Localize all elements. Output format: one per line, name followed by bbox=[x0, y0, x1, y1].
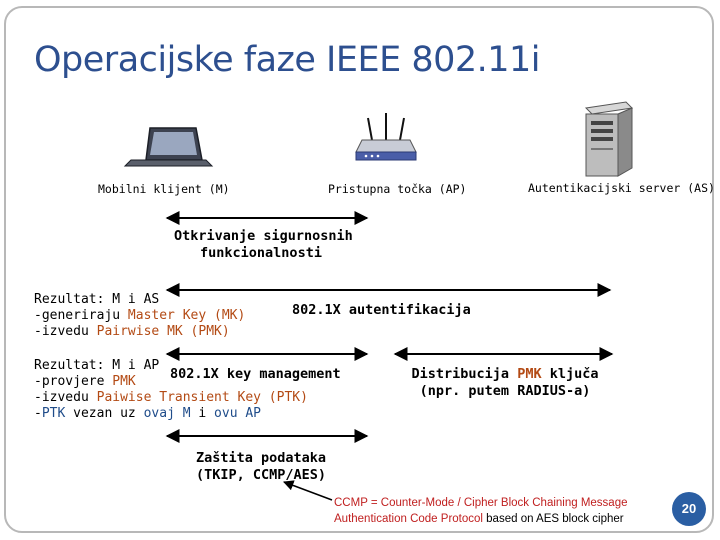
distribution-line-1-suffix: ključa bbox=[541, 366, 599, 382]
discovery-line-2: funkcionalnosti bbox=[200, 245, 322, 261]
server-label: Autentikacijski server (AS) bbox=[528, 181, 715, 195]
auth-result-line-2-prefix: -generiraju bbox=[34, 308, 128, 323]
ccmp-footnote-line-2-red: Authentication Code Protocol bbox=[334, 513, 483, 525]
protection-phase-label: Zaštita podataka (TKIP, CCMP/AES) bbox=[178, 450, 344, 484]
laptop-icon bbox=[123, 127, 214, 167]
pmk-term: PMK bbox=[112, 374, 136, 389]
page-number-badge: 20 bbox=[672, 492, 706, 526]
ccmp-footnote-line-1: CCMP = Counter-Mode / Cipher Block Chain… bbox=[334, 497, 628, 509]
protection-line-1: Zaštita podataka bbox=[195, 450, 327, 466]
keymgmt-result-line-3: -izvedu Paiwise Transient Key (PTK) bbox=[34, 390, 308, 406]
keymgmt-result-line-2: -provjere PMK bbox=[34, 374, 308, 390]
distribution-line-1: Distribucija PMK ključa bbox=[404, 366, 606, 383]
auth-phase-label: 802.1X autentifikacija bbox=[292, 302, 471, 318]
keymgmt-line-2-prefix: -provjere bbox=[34, 374, 113, 389]
discovery-phase-label: Otkrivanje sigurnosnih funkcionalnosti bbox=[174, 228, 353, 262]
keymgmt-result-block: Rezultat: M i AP -provjere PMK -izvedu P… bbox=[34, 358, 308, 422]
keymgmt-line-3-prefix: -izvedu bbox=[34, 390, 97, 405]
master-key-term: Master Key (MK) bbox=[127, 308, 246, 323]
auth-result-line-2: -generiraju Master Key (MK) bbox=[34, 308, 245, 324]
auth-result-block: Rezultat: M i AS -generiraju Master Key … bbox=[34, 292, 245, 340]
access-point-icon bbox=[355, 113, 417, 161]
auth-result-line-1: Rezultat: M i AS bbox=[34, 292, 160, 307]
ap-label: Pristupna točka (AP) bbox=[328, 182, 467, 196]
discovery-line-1: Otkrivanje sigurnosnih bbox=[174, 228, 353, 244]
this-m-term: ovaj M bbox=[143, 406, 191, 421]
distribution-phase-label: Distribucija PMK ključa (npr. putem RADI… bbox=[404, 366, 606, 400]
distribution-line-1-prefix: Distribucija bbox=[411, 366, 518, 382]
distribution-pmk-term: PMK bbox=[517, 366, 542, 382]
note-pointer bbox=[283, 480, 333, 501]
pairwise-mk-term: Pairwise MK (PMK) bbox=[96, 324, 230, 339]
slide-frame bbox=[4, 6, 714, 533]
distribution-line-2: (npr. putem RADIUS-a) bbox=[419, 383, 591, 399]
keymgmt-line-4-and: i bbox=[190, 406, 215, 421]
ptk-short-term: PTK bbox=[41, 406, 66, 421]
keymgmt-result-line-1: Rezultat: M i AP bbox=[34, 358, 160, 373]
ptk-term: Paiwise Transient Key (PTK) bbox=[96, 390, 308, 405]
keymgmt-result-line-4: -PTK vezan uz ovaj M i ovu AP bbox=[34, 406, 308, 422]
keymgmt-line-4-mid: vezan uz bbox=[65, 406, 144, 421]
keymgmt-phase-label: 802.1X key management bbox=[170, 366, 341, 382]
auth-result-line-3: -izvedu Pairwise MK (PMK) bbox=[34, 324, 245, 340]
ccmp-footnote-line-2: Authentication Code Protocol based on AE… bbox=[334, 511, 628, 527]
client-label: Mobilni klijent (M) bbox=[98, 182, 230, 196]
ccmp-footnote-line-2-black: based on AES block cipher bbox=[482, 513, 624, 525]
keymgmt-line-4-dash: - bbox=[34, 406, 42, 421]
this-ap-term: ovu AP bbox=[214, 406, 262, 421]
ccmp-footnote: CCMP = Counter-Mode / Cipher Block Chain… bbox=[334, 495, 628, 527]
auth-result-line-3-prefix: -izvedu bbox=[34, 324, 97, 339]
slide-title: Operacijske faze IEEE 802.11i bbox=[34, 40, 541, 80]
server-tower-icon bbox=[584, 101, 634, 177]
protection-line-2: (TKIP, CCMP/AES) bbox=[195, 467, 327, 483]
